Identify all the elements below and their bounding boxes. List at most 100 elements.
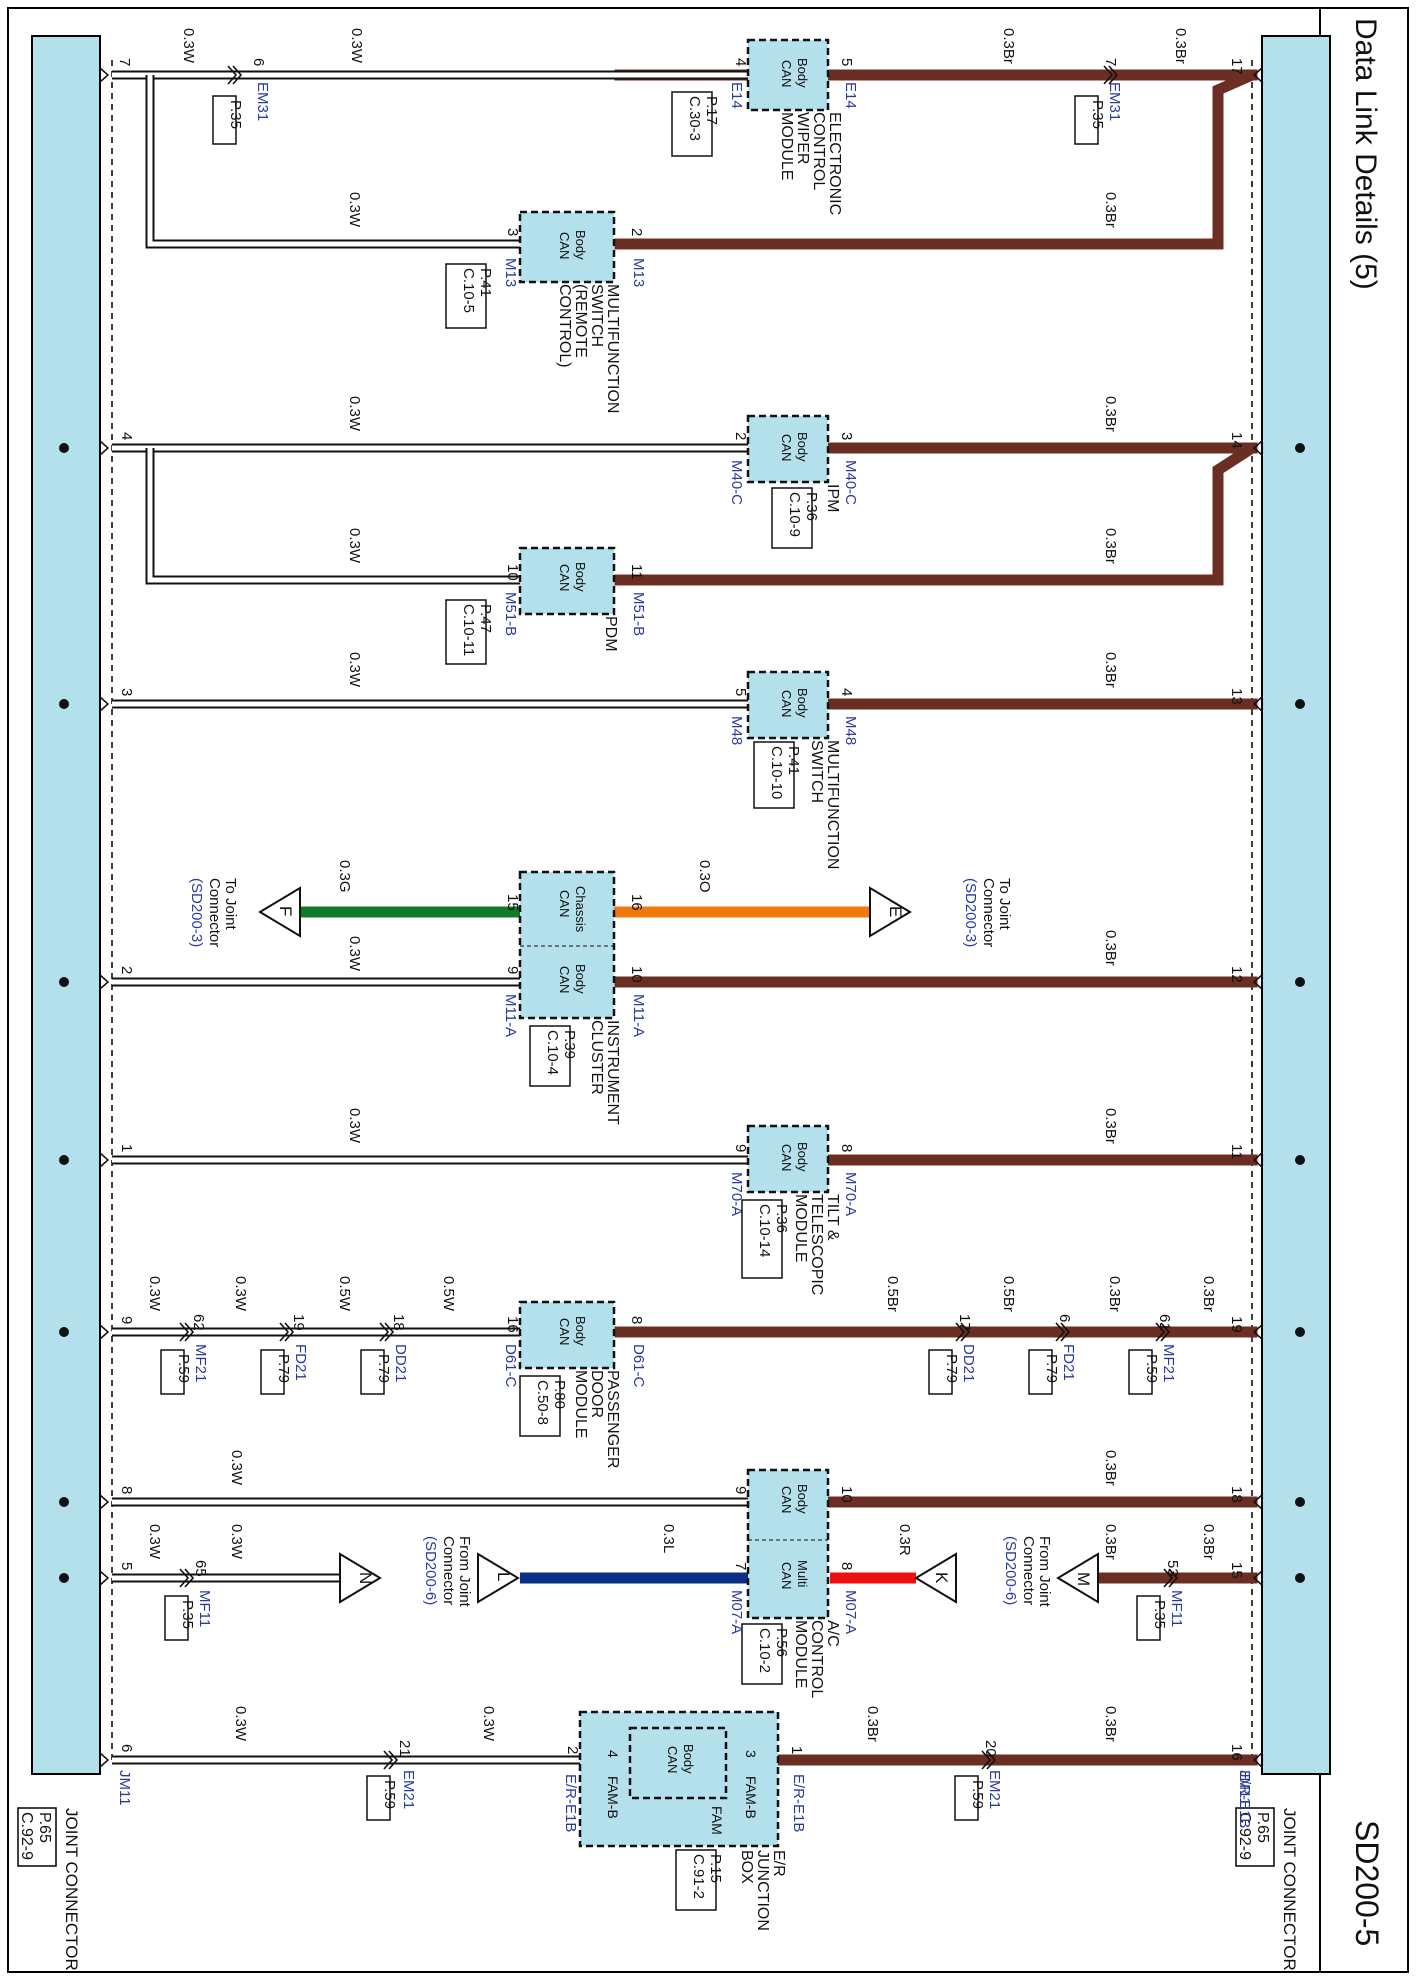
- mf-switch-high-conn: M48: [842, 716, 859, 745]
- joint-connector-top-bar[interactable]: [1261, 35, 1331, 1775]
- wiper-low-mid-pin: 6: [250, 58, 267, 66]
- er-high-mid-ref-box: [954, 1775, 979, 1821]
- cluster-to-f-1: Connector: [206, 878, 223, 947]
- cluster-chassis-low-wire-label: 0.3G: [336, 860, 353, 893]
- door-high-chevron-2-2: [1155, 1322, 1166, 1342]
- mf-remote-can-box[interactable]: [518, 210, 616, 284]
- pdm-low-wire-label: 0.3W: [346, 528, 363, 564]
- er-low-mid-ref-line-0: P.59: [381, 1780, 398, 1809]
- ac-multi-low-mf11-chevron: [184, 1568, 195, 1588]
- sheet-border: [7, 7, 1409, 1973]
- mf-remote-high-conn: M13: [630, 258, 647, 287]
- door-high-conn: D61-C: [630, 1344, 647, 1388]
- wiper-can-1: Body: [795, 58, 810, 88]
- pdm-high-branch: [1212, 443, 1255, 580]
- ac-multi-low-wire-label: 0.3L: [660, 1524, 677, 1553]
- ipm-can-box[interactable]: [746, 414, 830, 484]
- mf-remote-line-0: MULTIFUNCTION: [604, 284, 621, 413]
- pdm-low-conn: M51-B: [502, 592, 519, 636]
- ac-can-box[interactable]: [746, 1468, 830, 1620]
- door-low-chevron-1: [284, 1322, 295, 1342]
- er-ref-line-1: C.91-2: [690, 1854, 707, 1899]
- tilt-can-box[interactable]: [746, 1124, 830, 1194]
- cluster-chassis-high-wire-label: 0.3O: [696, 860, 713, 893]
- door-low-chevron-1-2: [279, 1322, 290, 1342]
- pdm-high-wire-label: 0.3Br: [1102, 528, 1119, 564]
- ac-multi-high-mid-ref-line-0: P.35: [1151, 1600, 1168, 1629]
- er-line-1: JUNCTION: [754, 1850, 771, 1931]
- mf-remote-line-3: CONTROL): [556, 284, 573, 368]
- bottom-terminal-3: [99, 974, 110, 990]
- door-low-seg-conn-1: FD21: [292, 1344, 309, 1381]
- ac-ref-line-0: P.56: [773, 1628, 790, 1657]
- pdm-can-1: Body: [573, 562, 588, 592]
- ac-multi-high-mid-ref-box: [1136, 1595, 1161, 1641]
- flag-e-letter: E: [886, 906, 905, 917]
- door-can-box[interactable]: [518, 1300, 616, 1370]
- door-high-chevron-0: [960, 1322, 971, 1342]
- ac-multi-low-mid-pin: 65: [192, 1560, 209, 1577]
- ac-top-splice: [1295, 1497, 1305, 1507]
- mf-switch-can-box[interactable]: [746, 670, 830, 740]
- cluster-to-f-ref: (SD200-3): [188, 878, 205, 947]
- door-low-seg-ref-0-line-0: P.79: [375, 1354, 392, 1383]
- ipm-line-0: IPM: [824, 484, 841, 512]
- bottom-terminal-6: [99, 1494, 110, 1510]
- mf-remote-low-pin: 3: [504, 228, 521, 236]
- page-title: Data Link Details (5): [1349, 18, 1382, 290]
- er-low-mid-pin: 21: [396, 1740, 413, 1757]
- cluster-low-wire-label: 0.3W: [346, 936, 363, 972]
- ac-low-pin: 9: [732, 1486, 749, 1494]
- wiper-low-pin: 4: [732, 58, 749, 66]
- ac-multi-low-mid-ref-box: [164, 1595, 189, 1641]
- pdm-low-pin: 10: [504, 564, 521, 581]
- mf-switch-line-1: SWITCH: [808, 740, 825, 803]
- joint-bottom-name: JM11: [116, 1770, 133, 1806]
- door-low-seg-ref-1-box: [260, 1349, 285, 1395]
- cluster-to-f-0: To Joint: [222, 878, 239, 931]
- pdm-ref-line-1: C.10-11: [460, 604, 477, 656]
- wiper-low-mid-conn: EM31: [254, 82, 271, 121]
- ac-high-wire-label: 0.3Br: [1102, 1450, 1119, 1486]
- page-code: SD200-5: [1349, 1820, 1385, 1946]
- cluster-high-wire-label: 0.3Br: [1102, 930, 1119, 966]
- door-line-0: PASSENGER: [604, 1370, 621, 1468]
- pdm-can-box[interactable]: [518, 546, 616, 616]
- wiper-low-conn: E14: [728, 82, 745, 109]
- wiper-can-2: CAN: [779, 60, 794, 87]
- cluster-can-2: CAN: [557, 966, 572, 993]
- wiper-high-pin: 5: [838, 58, 855, 66]
- tilt-ref-line-0: P.36: [773, 1204, 790, 1233]
- er-can-box[interactable]: [628, 1726, 728, 1800]
- flag-k-letter: K: [932, 1572, 951, 1584]
- ac-multi-low-mid-conn: MF11: [196, 1590, 213, 1627]
- ac-multi-high-wire2-label: 0.3Br: [1200, 1524, 1217, 1560]
- cluster-can-box[interactable]: [518, 870, 616, 1020]
- mf-switch-low-pin: 5: [732, 688, 749, 696]
- ac-multi-high-jt-wire-label: 0.3Br: [1102, 1524, 1119, 1560]
- door-high-jt-pin: 19: [1228, 1316, 1245, 1333]
- joint-connector-bottom-bar[interactable]: [31, 35, 101, 1775]
- wiper-module-can-box[interactable]: [746, 38, 830, 112]
- er-high-mid-ref-line-0: P.59: [969, 1780, 986, 1809]
- cluster-to-e-0: To Joint: [996, 878, 1013, 931]
- wiper-high-wire2-label: 0.3Br: [1172, 28, 1189, 64]
- er-high-pin: 1: [788, 1746, 805, 1754]
- er-can-2: CAN: [665, 1746, 680, 1773]
- joint-bottom-circuit: C.92-9: [18, 1812, 35, 1860]
- joint-top-label-text: JOINT CONNECTOR: [1280, 1808, 1299, 1971]
- ipm-top-splice: [1295, 443, 1305, 453]
- flag-l: [477, 1552, 520, 1604]
- mf-switch-ref-box: [753, 741, 795, 809]
- mf-switch-bottom-splice: [59, 699, 69, 709]
- ac-multi-low-wire2-label: 0.3W: [146, 1524, 163, 1560]
- tilt-line-2: MODULE: [792, 1194, 809, 1262]
- door-low-seg-wire-3: 0.3W: [146, 1276, 163, 1312]
- door-ref-line-1: C.50-8: [534, 1380, 551, 1425]
- door-ref-box: [519, 1375, 561, 1437]
- tilt-high-wire-label: 0.3Br: [1102, 1108, 1119, 1144]
- er-line-2: BOX: [738, 1850, 755, 1884]
- ipm-high-wire-label: 0.3Br: [1102, 396, 1119, 432]
- door-can-1: Body: [573, 1316, 588, 1346]
